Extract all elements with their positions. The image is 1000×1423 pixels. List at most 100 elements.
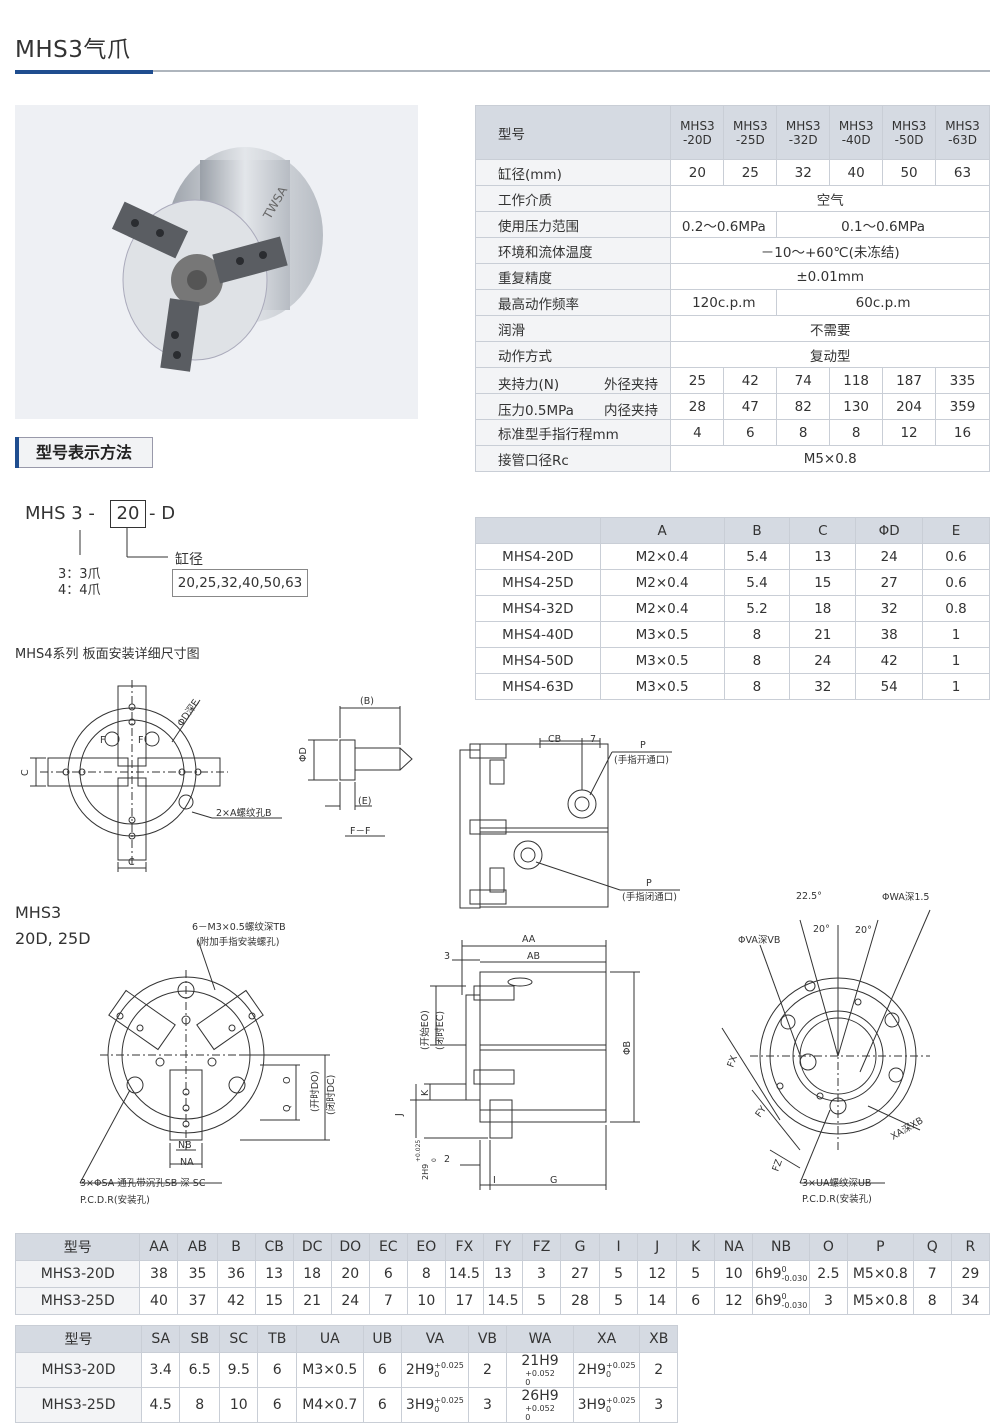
mhs3-caption: MHS3 (15, 903, 62, 922)
cell: 3 (521, 1260, 562, 1288)
label-phi-wa: ΦWA深1.5 (882, 892, 929, 903)
cell: 10 (406, 1287, 446, 1315)
label-pcd: P.C.D.R(安装孔) (802, 1193, 872, 1205)
header-model: 型号 (474, 105, 672, 160)
label-nb: NB (178, 1140, 192, 1151)
cell: 8 (776, 419, 831, 446)
mhs3-front-view (79, 939, 330, 1184)
header-cell: G (560, 1233, 601, 1261)
cell: 6 (723, 419, 778, 446)
tol-upper: 0 (781, 1265, 787, 1274)
model-col: MHS3 -25D (723, 105, 778, 160)
model-col: MHS3 -50D (882, 105, 937, 160)
cell: 24 (789, 647, 857, 674)
label-ua: 3×UA螺纹深UB (802, 1177, 871, 1189)
header-cell: UB (362, 1325, 403, 1353)
cell: 24 (855, 543, 924, 570)
cell: 10 (218, 1387, 259, 1423)
label-q: Q (282, 1105, 293, 1112)
cell: M2×0.4 (599, 595, 725, 622)
tol-upper: +0.025 (434, 1396, 464, 1405)
cell: 0.2～0.6MPa (670, 211, 778, 238)
cell: 32 (855, 595, 924, 622)
cell: 14.5 (444, 1260, 484, 1288)
label-2h9: 2H9 (421, 1164, 430, 1180)
cell: 9.5 (218, 1352, 259, 1388)
ff-section-view (308, 706, 413, 837)
cell: 60c.p.m (776, 289, 990, 316)
cell: 5.4 (723, 569, 791, 596)
cell: 187 (882, 367, 937, 394)
cell: 5.4 (723, 543, 791, 570)
tol-lower: 0 (605, 1370, 612, 1379)
label-g: G (550, 1175, 557, 1186)
label-f: F (138, 735, 143, 746)
cell: 27 (855, 569, 924, 596)
cell: 42 (723, 367, 778, 394)
model-col: MHS3 -20D (670, 105, 725, 160)
label-angle: 22.5° (796, 891, 822, 902)
cell: 8 (406, 1260, 446, 1288)
cell: 18 (789, 595, 857, 622)
label-p: P (646, 878, 652, 889)
cell: 6 (362, 1352, 403, 1388)
label-tol-low: 0 (431, 1158, 438, 1162)
row-label: MHS3-20D (15, 1352, 142, 1388)
cell: 2 (467, 1352, 508, 1388)
cell: 38 (855, 621, 924, 648)
label-f: F (100, 735, 105, 746)
header-cell: 型号 (15, 1325, 142, 1353)
row-label: 动作方式 (474, 341, 672, 368)
row-label: MHS3-25D (15, 1387, 142, 1423)
label-aa: AA (522, 934, 536, 945)
cell: 8 (723, 647, 791, 674)
header-cell: XA (572, 1325, 641, 1353)
cell: M2×0.4 (599, 569, 725, 596)
cell: 28 (560, 1287, 601, 1315)
cell: 6.5 (179, 1352, 220, 1388)
spec-table: 型号 MHS3 -20D MHS3 -25D MHS3 -32D MHS3 -4… (474, 105, 990, 472)
cell: 359 (935, 393, 990, 420)
code-suffix: - D (149, 503, 176, 524)
cell: 21 (789, 621, 857, 648)
cell: 17 (444, 1287, 484, 1315)
cell: 40 (139, 1287, 179, 1315)
header-cell: ΦD (855, 517, 924, 544)
cell: 21 (292, 1287, 332, 1315)
header-cell: AA (139, 1233, 179, 1261)
row-label: 重复精度 (474, 263, 672, 290)
label-fx: FX (725, 1054, 740, 1069)
label-thread-b: 2×A螺纹孔B (216, 807, 272, 819)
cell: 6 (368, 1260, 408, 1288)
label-tol-up: +0.025 (415, 1140, 422, 1162)
header-cell: UA (295, 1325, 364, 1353)
row-label: 环境和流体温度 (474, 237, 672, 264)
bore-options: 20,25,32,40,50,63 (172, 569, 308, 597)
cell: 47 (723, 393, 778, 420)
label-cb: CB (548, 734, 561, 745)
label-2: 2 (444, 1154, 450, 1165)
cell: 8 (723, 621, 791, 648)
cell: 6 (676, 1287, 716, 1315)
header-cell: B (216, 1233, 256, 1261)
row-label: MHS4-20D (475, 543, 601, 570)
header-cell: Q (912, 1233, 952, 1261)
label-eo: (开始EO) (419, 1010, 431, 1050)
bore-caption: 缸径 (175, 552, 203, 568)
header-cell: XB (639, 1325, 678, 1353)
cell: 13 (789, 543, 857, 570)
tol-base: 2H9 (577, 1362, 606, 1378)
label-fy: FY (753, 1104, 769, 1120)
cell: 1 (922, 673, 990, 700)
cell: 20 (670, 159, 725, 186)
cell: 37 (177, 1287, 218, 1315)
